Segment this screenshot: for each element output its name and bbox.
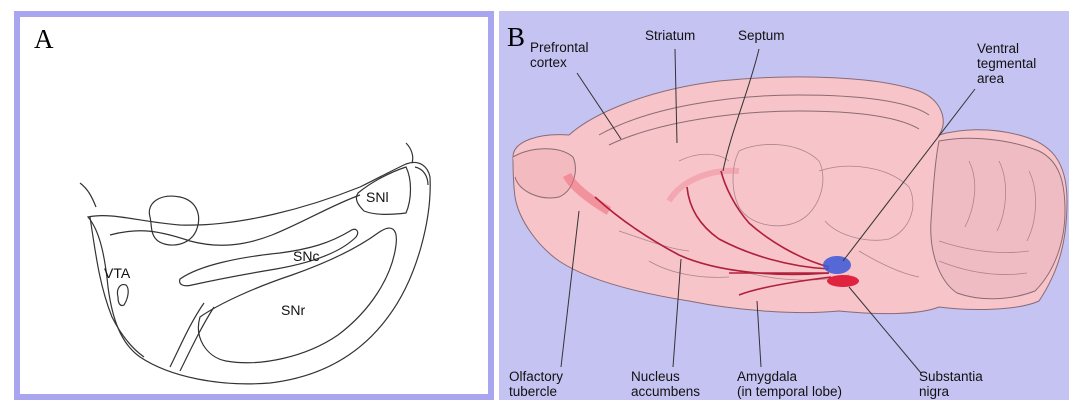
label-amygdala: Amygdala(in temporal lobe) — [737, 369, 842, 399]
panel-a-midbrain-section: A VTA SNl SNc S — [14, 11, 494, 400]
label-striatum: Striatum — [645, 28, 695, 43]
panel-b-letter: B — [507, 22, 525, 53]
label-septum: Septum — [738, 28, 785, 43]
label-snr: SNr — [281, 302, 305, 318]
label-vta-a: VTA — [104, 265, 130, 281]
label-snc: SNc — [293, 248, 319, 264]
midbrain-outline-drawing — [20, 17, 488, 394]
label-snl: SNl — [366, 189, 389, 205]
